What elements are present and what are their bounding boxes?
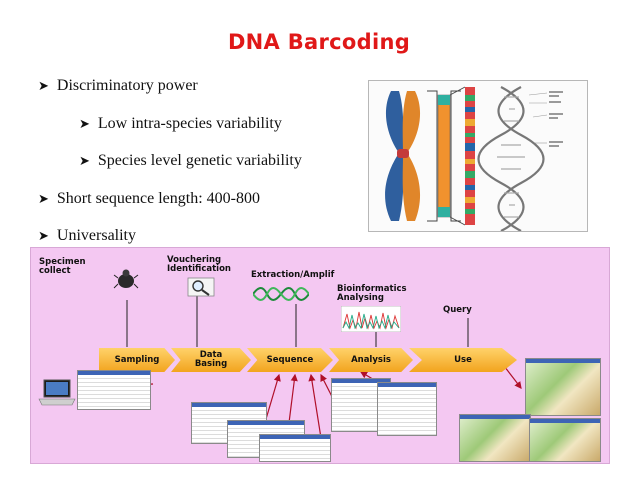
arrow-bullet-icon: ➤: [38, 229, 49, 244]
laptop-icon: [38, 379, 76, 406]
gene-segment-icon: [437, 94, 451, 218]
slide-title: DNA Barcoding: [227, 30, 411, 54]
stage-sequence: Sequence: [247, 348, 333, 372]
bullet-universality: ➤ Universality: [38, 227, 136, 245]
label-query: Query: [443, 305, 472, 315]
use-website-thumbnail: [525, 358, 601, 416]
dna-strand-icon: [253, 287, 309, 301]
arrow-bullet-icon: ➤: [38, 192, 49, 207]
use-website-thumbnail: [529, 418, 601, 462]
label-specimen-collect: Specimen collect: [39, 257, 86, 276]
label-bioinformatics-analysing: Bioinformatics Analysing: [337, 284, 407, 303]
stage-sampling: Sampling: [99, 348, 175, 372]
chromatogram-icon: [341, 306, 401, 332]
arrow-bullet-icon: ➤: [79, 117, 90, 132]
analysis-screenshot-thumbnail: [377, 382, 437, 436]
arrow-bullet-icon: ➤: [38, 79, 49, 94]
bullet-low-intra-species: ➤ Low intra-species variability: [79, 115, 282, 133]
use-website-thumbnail: [459, 414, 531, 462]
stage-data-basing: Data Basing: [171, 348, 251, 372]
label-extraction-amplif: Extraction/Amplif: [251, 270, 335, 280]
label-vouchering-identification: Vouchering Identification: [167, 255, 231, 274]
magnifier-identification-icon: [187, 277, 215, 297]
chromosome-dna-svg: [385, 86, 563, 232]
bullet-short-sequence: ➤ Short sequence length: 400-800: [38, 190, 260, 208]
dna-helix-icon: [477, 86, 545, 232]
bullet-discriminatory-power: ➤ Discriminatory power: [38, 77, 198, 95]
bullet-text: Species level genetic variability: [97, 152, 302, 169]
barcoding-workflow-diagram: Specimen collect Vouchering Identificati…: [30, 247, 610, 464]
bullet-species-level: ➤ Species level genetic variability: [79, 152, 302, 170]
stage-use: Use: [409, 348, 517, 372]
barcode-strip-icon: [465, 87, 475, 225]
chromosome-icon: [385, 91, 421, 221]
stage-analysis: Analysis: [329, 348, 413, 372]
beetle-specimen-icon: [113, 269, 139, 289]
chromosome-dna-illustration: [368, 80, 588, 232]
sequence-screenshot-thumbnail: [259, 434, 331, 462]
database-screenshot-thumbnail: [77, 370, 151, 410]
bullet-text: Discriminatory power: [56, 77, 198, 94]
bullet-text: Low intra-species variability: [97, 115, 282, 132]
arrow-bullet-icon: ➤: [79, 154, 90, 169]
bullet-text: Universality: [56, 227, 136, 244]
bullet-text: Short sequence length: 400-800: [56, 190, 260, 207]
